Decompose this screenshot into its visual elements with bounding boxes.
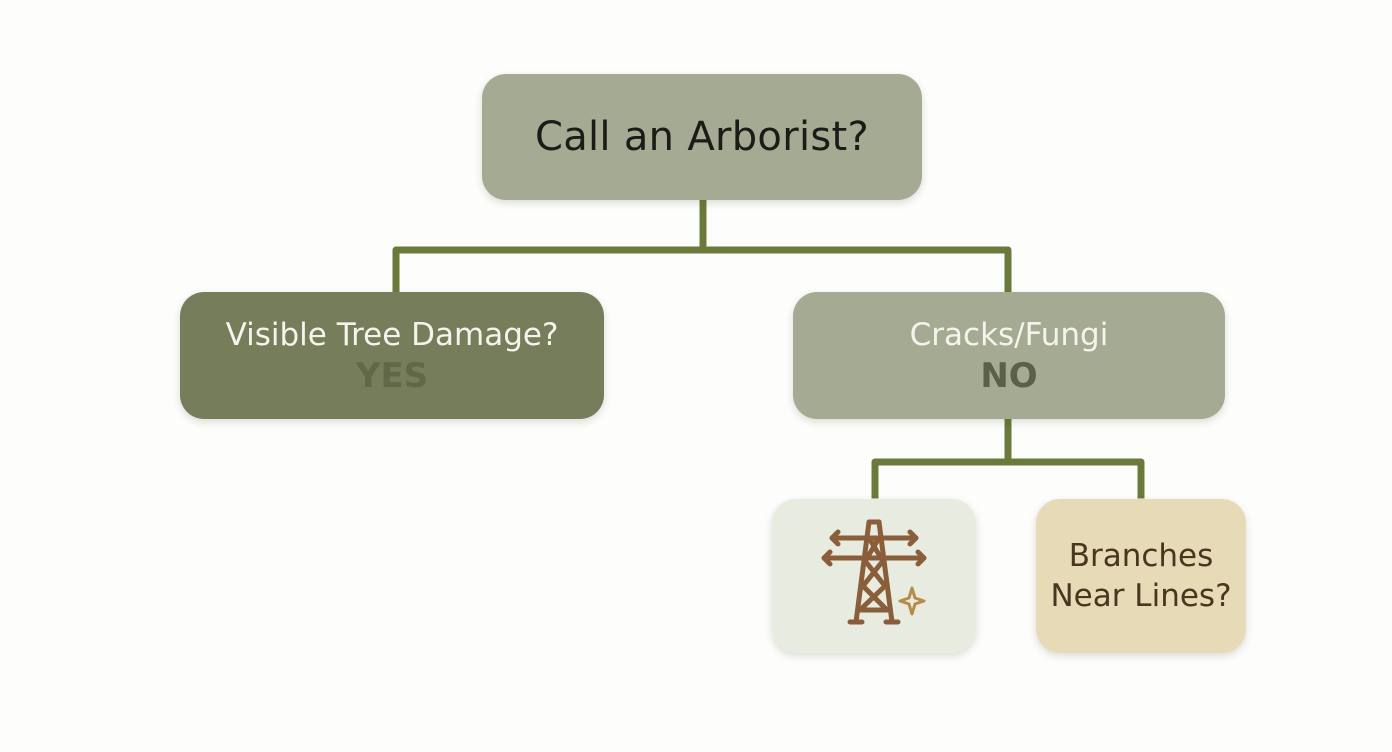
branches-near-lines-label: Branches Near Lines?	[1050, 538, 1232, 614]
connector-root-to-children	[392, 199, 1012, 293]
spark-icon	[898, 586, 926, 616]
cracks-fungi-node: Cracks/Fungi NO	[793, 292, 1225, 419]
yes-answer: YES	[355, 355, 429, 396]
visible-damage-node: Visible Tree Damage? YES	[180, 292, 604, 419]
branches-near-lines-node: Branches Near Lines?	[1036, 499, 1246, 653]
connector-right-to-children	[871, 417, 1145, 499]
root-question-label: Call an Arborist?	[534, 114, 870, 160]
power-tower-icon	[821, 519, 927, 625]
visible-damage-label: Visible Tree Damage?	[225, 316, 559, 353]
cracks-fungi-label: Cracks/Fungi	[909, 316, 1109, 353]
power-tower-node	[772, 499, 976, 653]
no-answer: NO	[980, 355, 1038, 396]
root-question-node: Call an Arborist?	[482, 74, 922, 200]
